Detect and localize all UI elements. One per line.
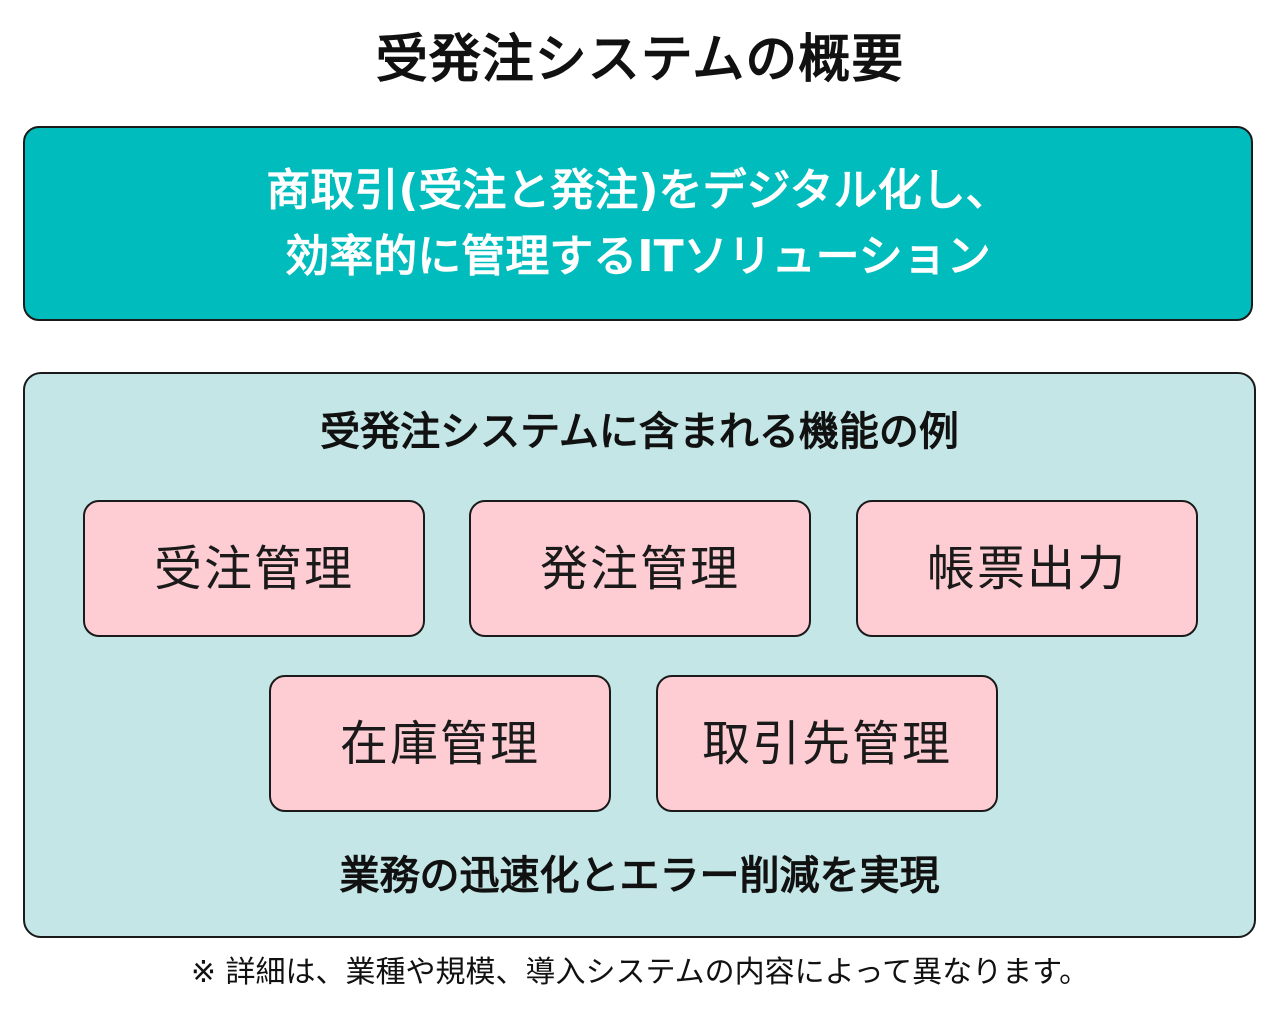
diagram-title: 受発注システムの概要	[375, 30, 905, 90]
functions-result: 業務の迅速化とエラー削減を実現	[339, 853, 940, 899]
function-document-output: 帳票出力	[856, 500, 1198, 637]
function-supplier-management: 取引先管理	[656, 675, 998, 812]
function-order-receiving-management: 受注管理	[83, 500, 425, 637]
function-inventory-management: 在庫管理	[269, 675, 611, 812]
definition-line-1: 商取引(受注と発注)をデジタル化し、	[266, 164, 1010, 216]
definition-box: 商取引(受注と発注)をデジタル化し、 効率的に管理するITソリューション	[23, 126, 1253, 321]
footnote: ※ 詳細は、業種や規模、導入システムの内容によって異なります。	[190, 955, 1090, 990]
functions-panel: 受発注システムに含まれる機能の例 受注管理 発注管理 帳票出力 在庫管理 取引先…	[23, 372, 1256, 938]
definition-line-2: 効率的に管理するITソリューション	[285, 230, 991, 282]
function-order-placing-management: 発注管理	[469, 500, 811, 637]
functions-heading: 受発注システムに含まれる機能の例	[320, 409, 959, 455]
